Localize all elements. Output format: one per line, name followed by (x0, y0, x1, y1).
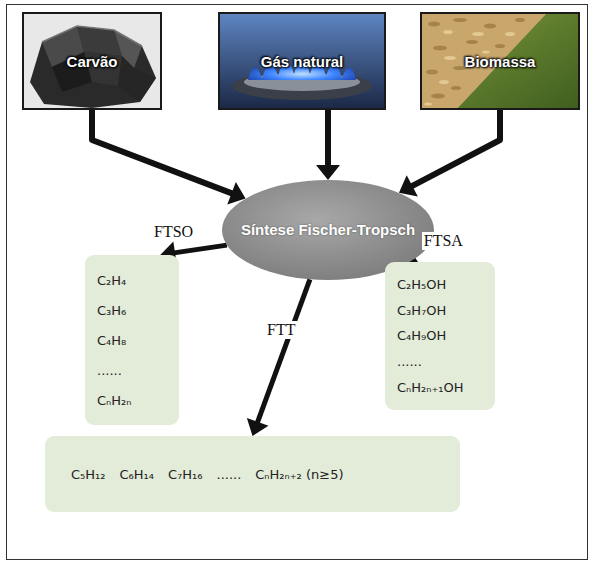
formula: C₇H₁₆ (168, 467, 203, 482)
edge-label: FTSO (152, 223, 195, 241)
formula: C₄H₉OH (397, 328, 483, 343)
process-label: Síntese Fischer-Tropsch (241, 221, 415, 240)
flow-arrow (316, 110, 340, 180)
formula: C₂H₄ (97, 273, 167, 288)
arrow-shaft (174, 245, 227, 253)
formula: CₙH₂ₙ (97, 393, 167, 408)
arrow-head (247, 418, 269, 436)
formula: C₄H₈ (97, 333, 167, 348)
alcohol-box: C₂H₅OH C₃H₇OH C₄H₉OH...... CₙH₂ₙ₊₁OH (385, 262, 495, 410)
formula: C₅H₁₂ (71, 467, 106, 482)
arrow-shaft (92, 110, 233, 194)
gas-box: Gás natural (218, 12, 386, 110)
edge-label: FTT (265, 321, 297, 339)
formula: ...... (217, 467, 242, 482)
formula: C₆H₁₄ (120, 467, 155, 482)
flow-arrow (247, 279, 310, 436)
source-label: Carvão (67, 53, 118, 70)
formula: CₙH₂ₙ₊₁OH (397, 380, 483, 395)
arrow-head (316, 165, 340, 180)
coal-box: Carvão (22, 12, 162, 110)
formula: C₂H₅OH (397, 277, 483, 292)
formula: ...... (397, 354, 483, 369)
source-label: Biomassa (465, 53, 536, 70)
paraffin-box: C₅H₁₂ C₆H₁₄ C₇H₁₆...... CₙH₂ₙ₊₂ (n≥5) (45, 436, 460, 512)
edge-label: FTSA (422, 232, 465, 250)
flow-arrow (92, 110, 246, 204)
formula: ...... (97, 363, 167, 378)
source-label: Gás natural (261, 53, 344, 70)
formula: C₃H₆ (97, 303, 167, 318)
formula: CₙH₂ₙ₊₂ (n≥5) (255, 467, 343, 482)
formula: C₃H₇OH (397, 303, 483, 318)
flow-arrow (399, 110, 500, 197)
biomass-box: Biomassa (420, 12, 580, 110)
arrow-head (399, 175, 418, 196)
olefin-box: C₂H₄ C₃H₆ C₄H₈...... CₙH₂ₙ (85, 255, 179, 425)
arrow-shaft (257, 279, 310, 423)
arrow-shaft (325, 110, 331, 166)
arrow-shaft (411, 110, 500, 186)
